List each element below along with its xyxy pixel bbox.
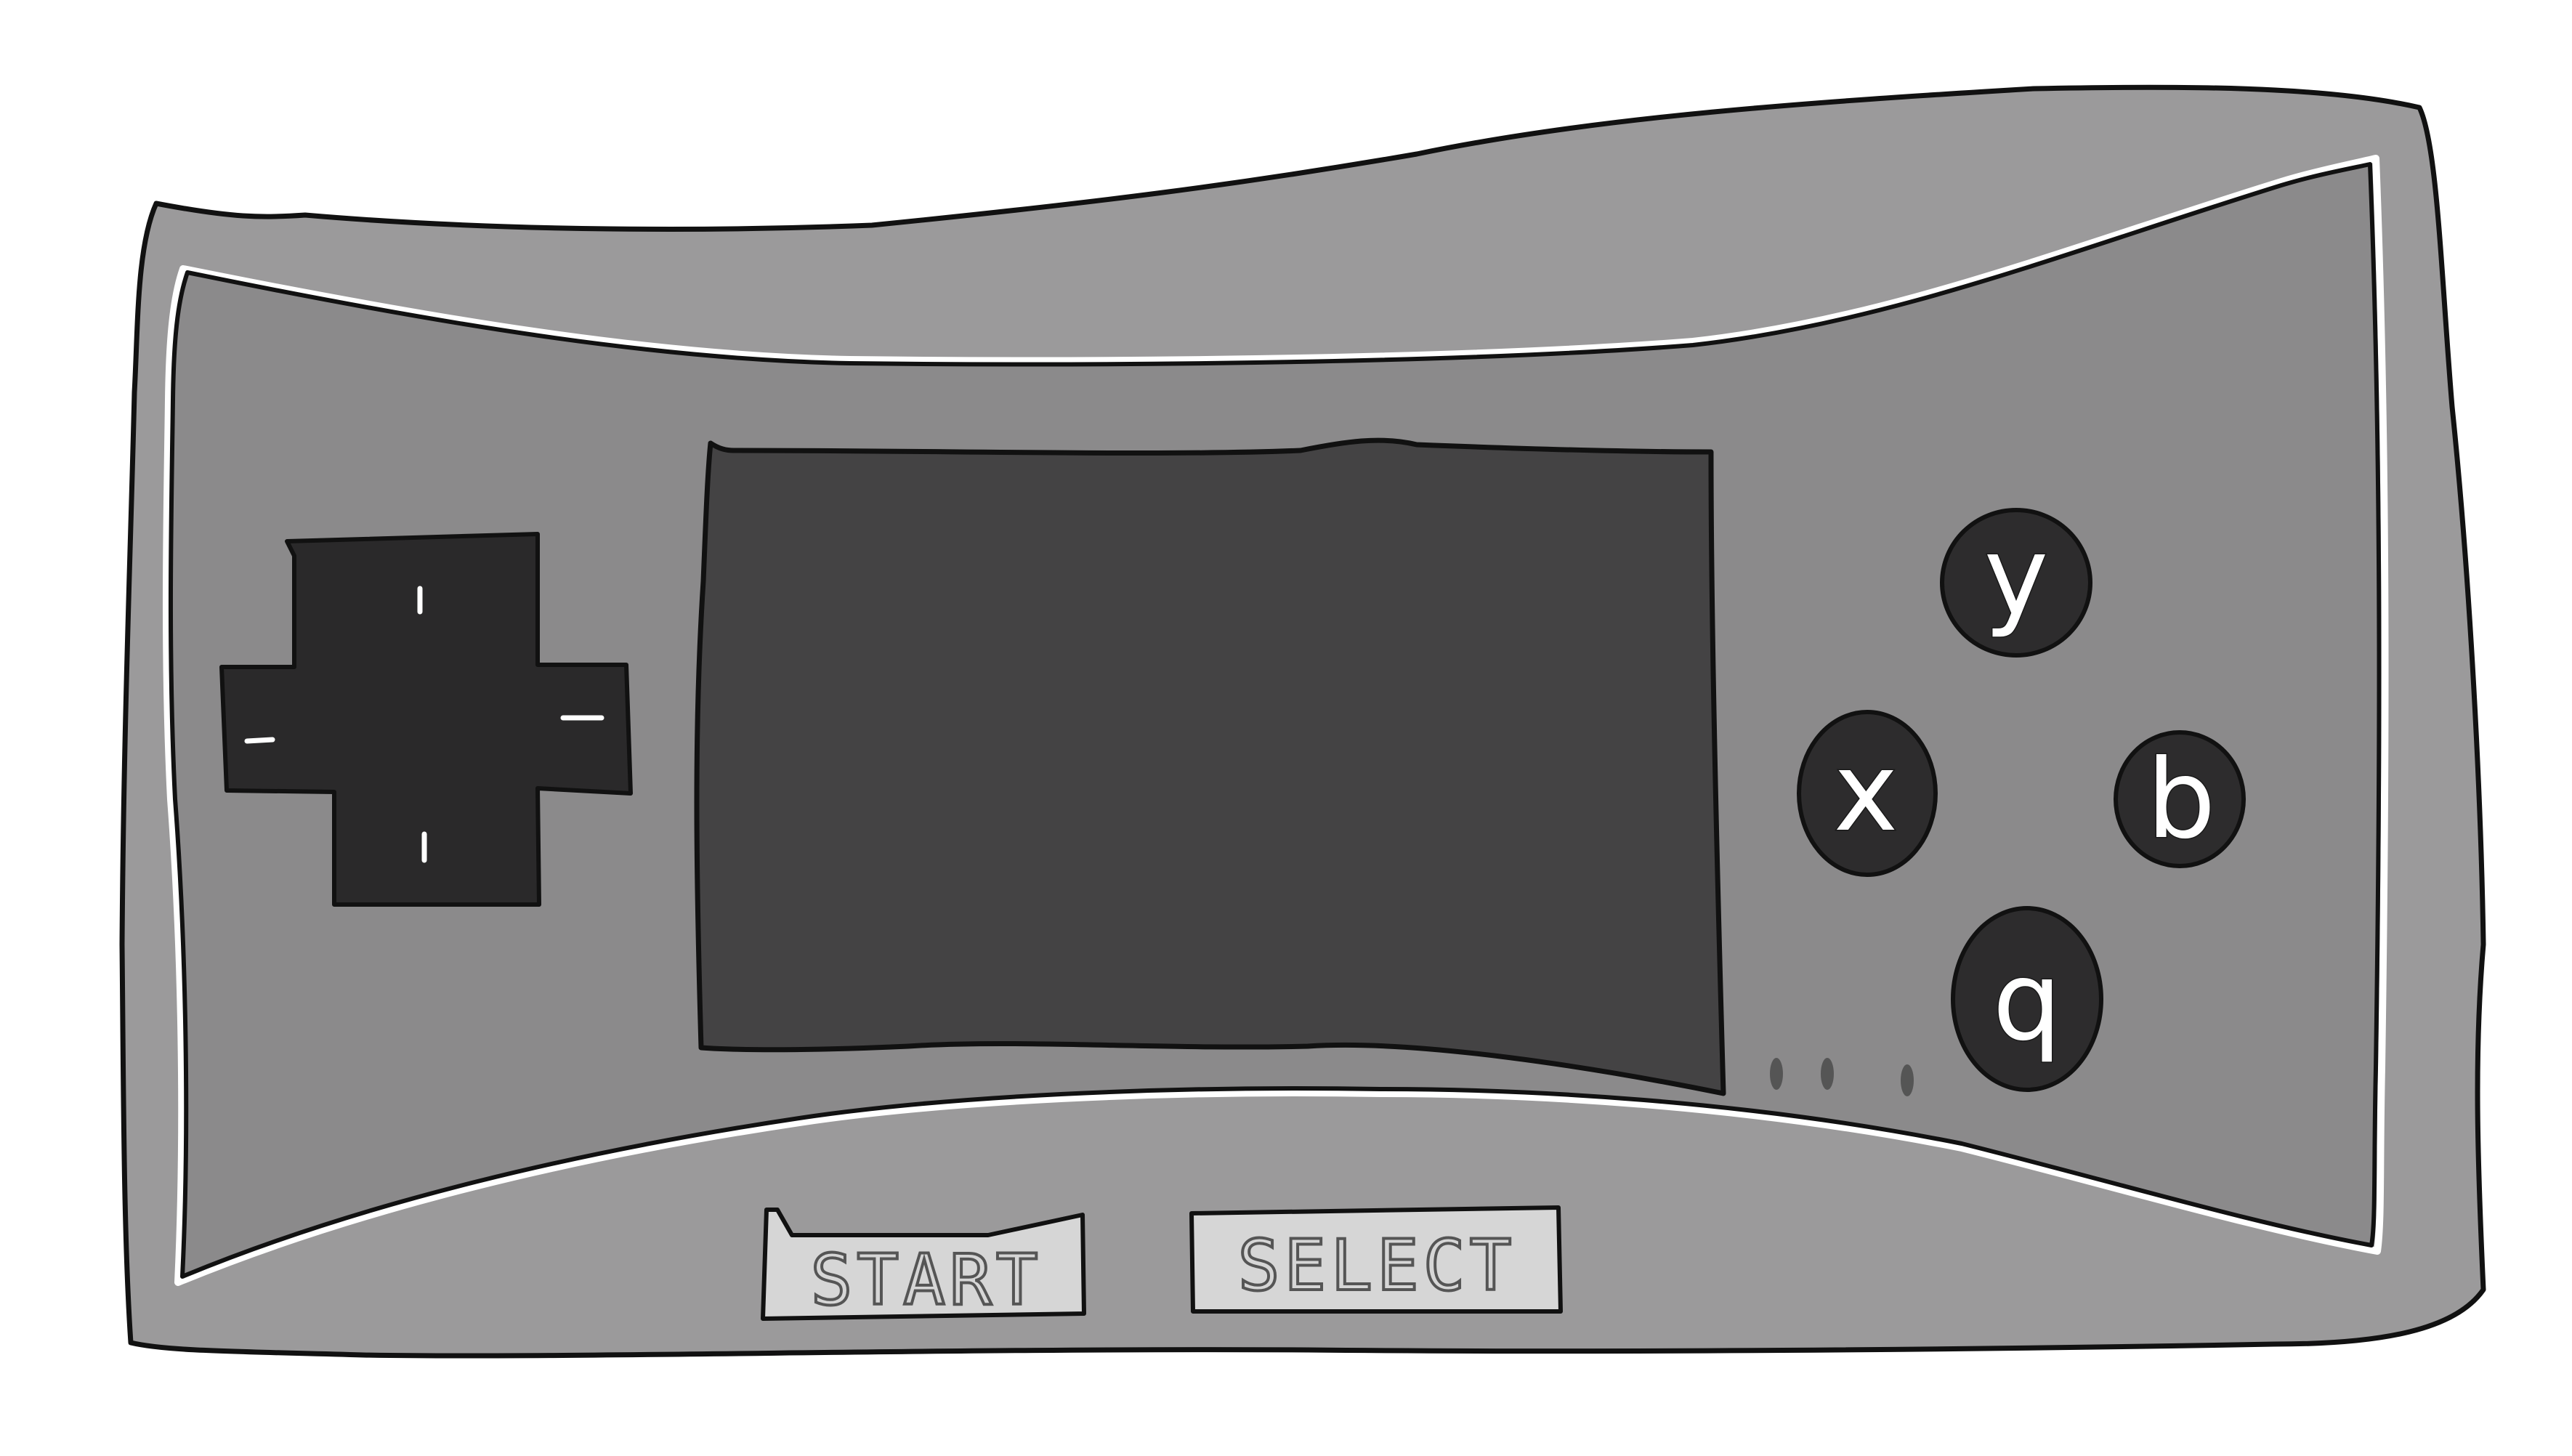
button-y[interactable]: y	[1940, 508, 2092, 658]
speaker-hole	[1901, 1064, 1914, 1096]
start-button[interactable]: START	[761, 1208, 1086, 1322]
button-y-label: y	[1984, 514, 2049, 640]
start-button-body	[761, 1208, 1086, 1321]
button-a[interactable]: q	[1951, 906, 2103, 1092]
button-b-label: b	[2146, 737, 2215, 863]
button-x[interactable]: x	[1797, 710, 1938, 877]
button-x-label: x	[1834, 729, 1898, 856]
dpad-left-mark	[244, 737, 275, 744]
start-button-label: START	[811, 1239, 1043, 1321]
button-y-body	[1940, 508, 2092, 658]
speaker-hole	[1821, 1058, 1834, 1090]
speaker-hole	[1770, 1058, 1783, 1090]
button-b[interactable]: b	[2114, 730, 2246, 868]
button-x-body	[1797, 710, 1938, 877]
screen	[694, 437, 1726, 1096]
dpad[interactable]	[219, 532, 633, 907]
select-button-label: SELECT	[1238, 1225, 1516, 1306]
dpad-body	[219, 532, 633, 907]
button-a-label: q	[1992, 939, 2061, 1065]
button-a-body	[1951, 906, 2103, 1092]
select-button-body	[1189, 1205, 1563, 1314]
speaker-grille	[1770, 1058, 1914, 1096]
console-inner-highlight	[162, 155, 2389, 1286]
select-button[interactable]: SELECT	[1189, 1205, 1563, 1314]
button-b-body	[2114, 730, 2246, 868]
